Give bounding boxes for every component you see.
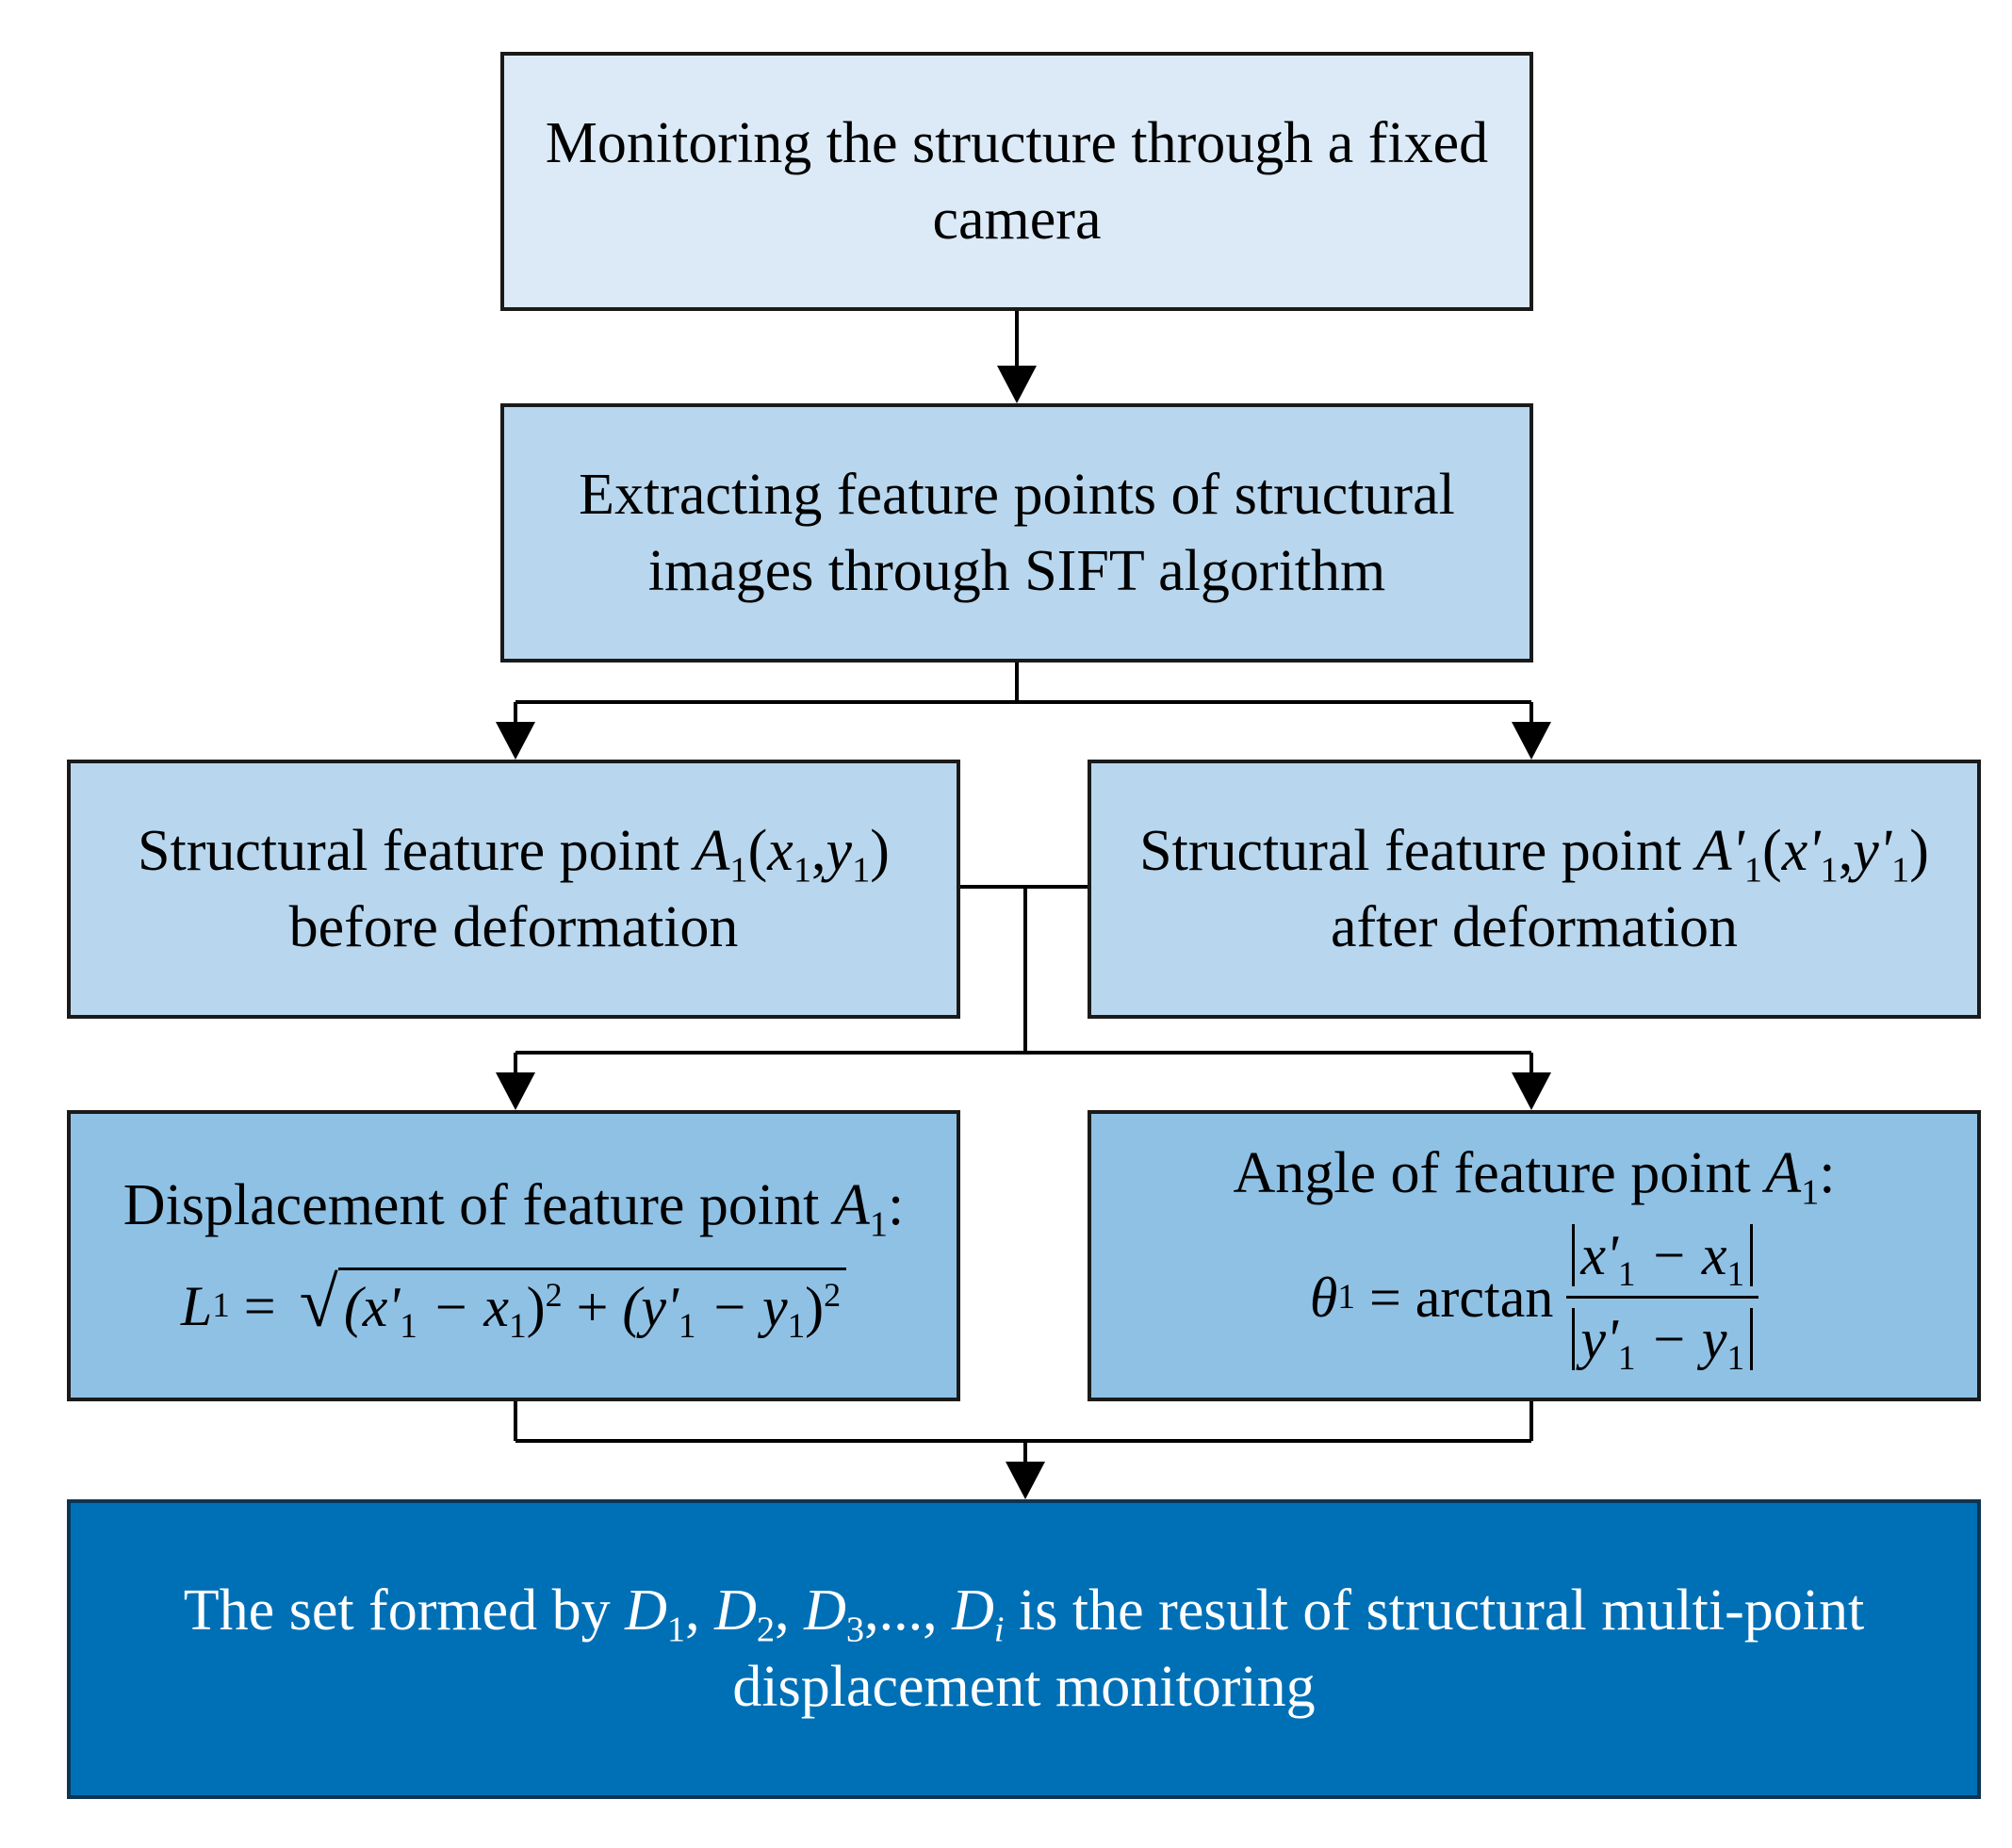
radical-sign: √ — [299, 1264, 338, 1343]
step-extract-box: Extracting feature points of structural … — [500, 403, 1533, 662]
angle-title: Angle of feature point A1: — [1233, 1140, 1836, 1212]
displacement-title: Displacement of feature point A1: — [123, 1172, 905, 1244]
angle-fraction: x'1 − x1 y'1 − y1 — [1566, 1218, 1759, 1376]
result-box: The set formed by D1, D2, D3,..., Di is … — [67, 1499, 1981, 1799]
arrowhead-angle — [1512, 1072, 1551, 1110]
arrowhead-result — [1006, 1462, 1045, 1499]
arrowhead-before — [496, 722, 535, 760]
fraction-denominator: y'1 − y1 — [1566, 1299, 1758, 1376]
step-before-line1: Structural feature point A1(x1,y1) — [138, 818, 890, 891]
arrowhead-extract — [997, 366, 1037, 403]
radicand: (x'1 − x1)2 + (y'1 − y1)2 — [337, 1267, 847, 1344]
result-line1: The set formed by D1, D2, D3,..., Di is … — [183, 1578, 1865, 1650]
step-monitor-line1: Monitoring the structure through a fixed — [545, 110, 1489, 175]
arrowhead-after — [1512, 722, 1551, 760]
result-line2: displacement monitoring — [732, 1655, 1316, 1719]
step-monitor-box: Monitoring the structure through a fixed… — [500, 52, 1533, 311]
square-root: √ (x'1 − x1)2 + (y'1 − y1)2 — [300, 1267, 847, 1344]
step-after-box: Structural feature point A'1(x'1,y'1) af… — [1088, 760, 1981, 1019]
step-before-line2: before deformation — [288, 894, 739, 959]
step-after-line1: Structural feature point A'1(x'1,y'1) — [1139, 818, 1929, 891]
arrowhead-displacement — [496, 1072, 535, 1110]
step-extract-line1: Extracting feature points of structural — [579, 462, 1455, 527]
step-extract-line2: images through SIFT algorithm — [647, 538, 1386, 603]
fraction-numerator: x'1 − x1 — [1566, 1218, 1759, 1300]
step-before-box: Structural feature point A1(x1,y1) befor… — [67, 760, 960, 1019]
step-after-line2: after deformation — [1330, 894, 1739, 959]
step-monitor-line2: camera — [932, 187, 1102, 252]
